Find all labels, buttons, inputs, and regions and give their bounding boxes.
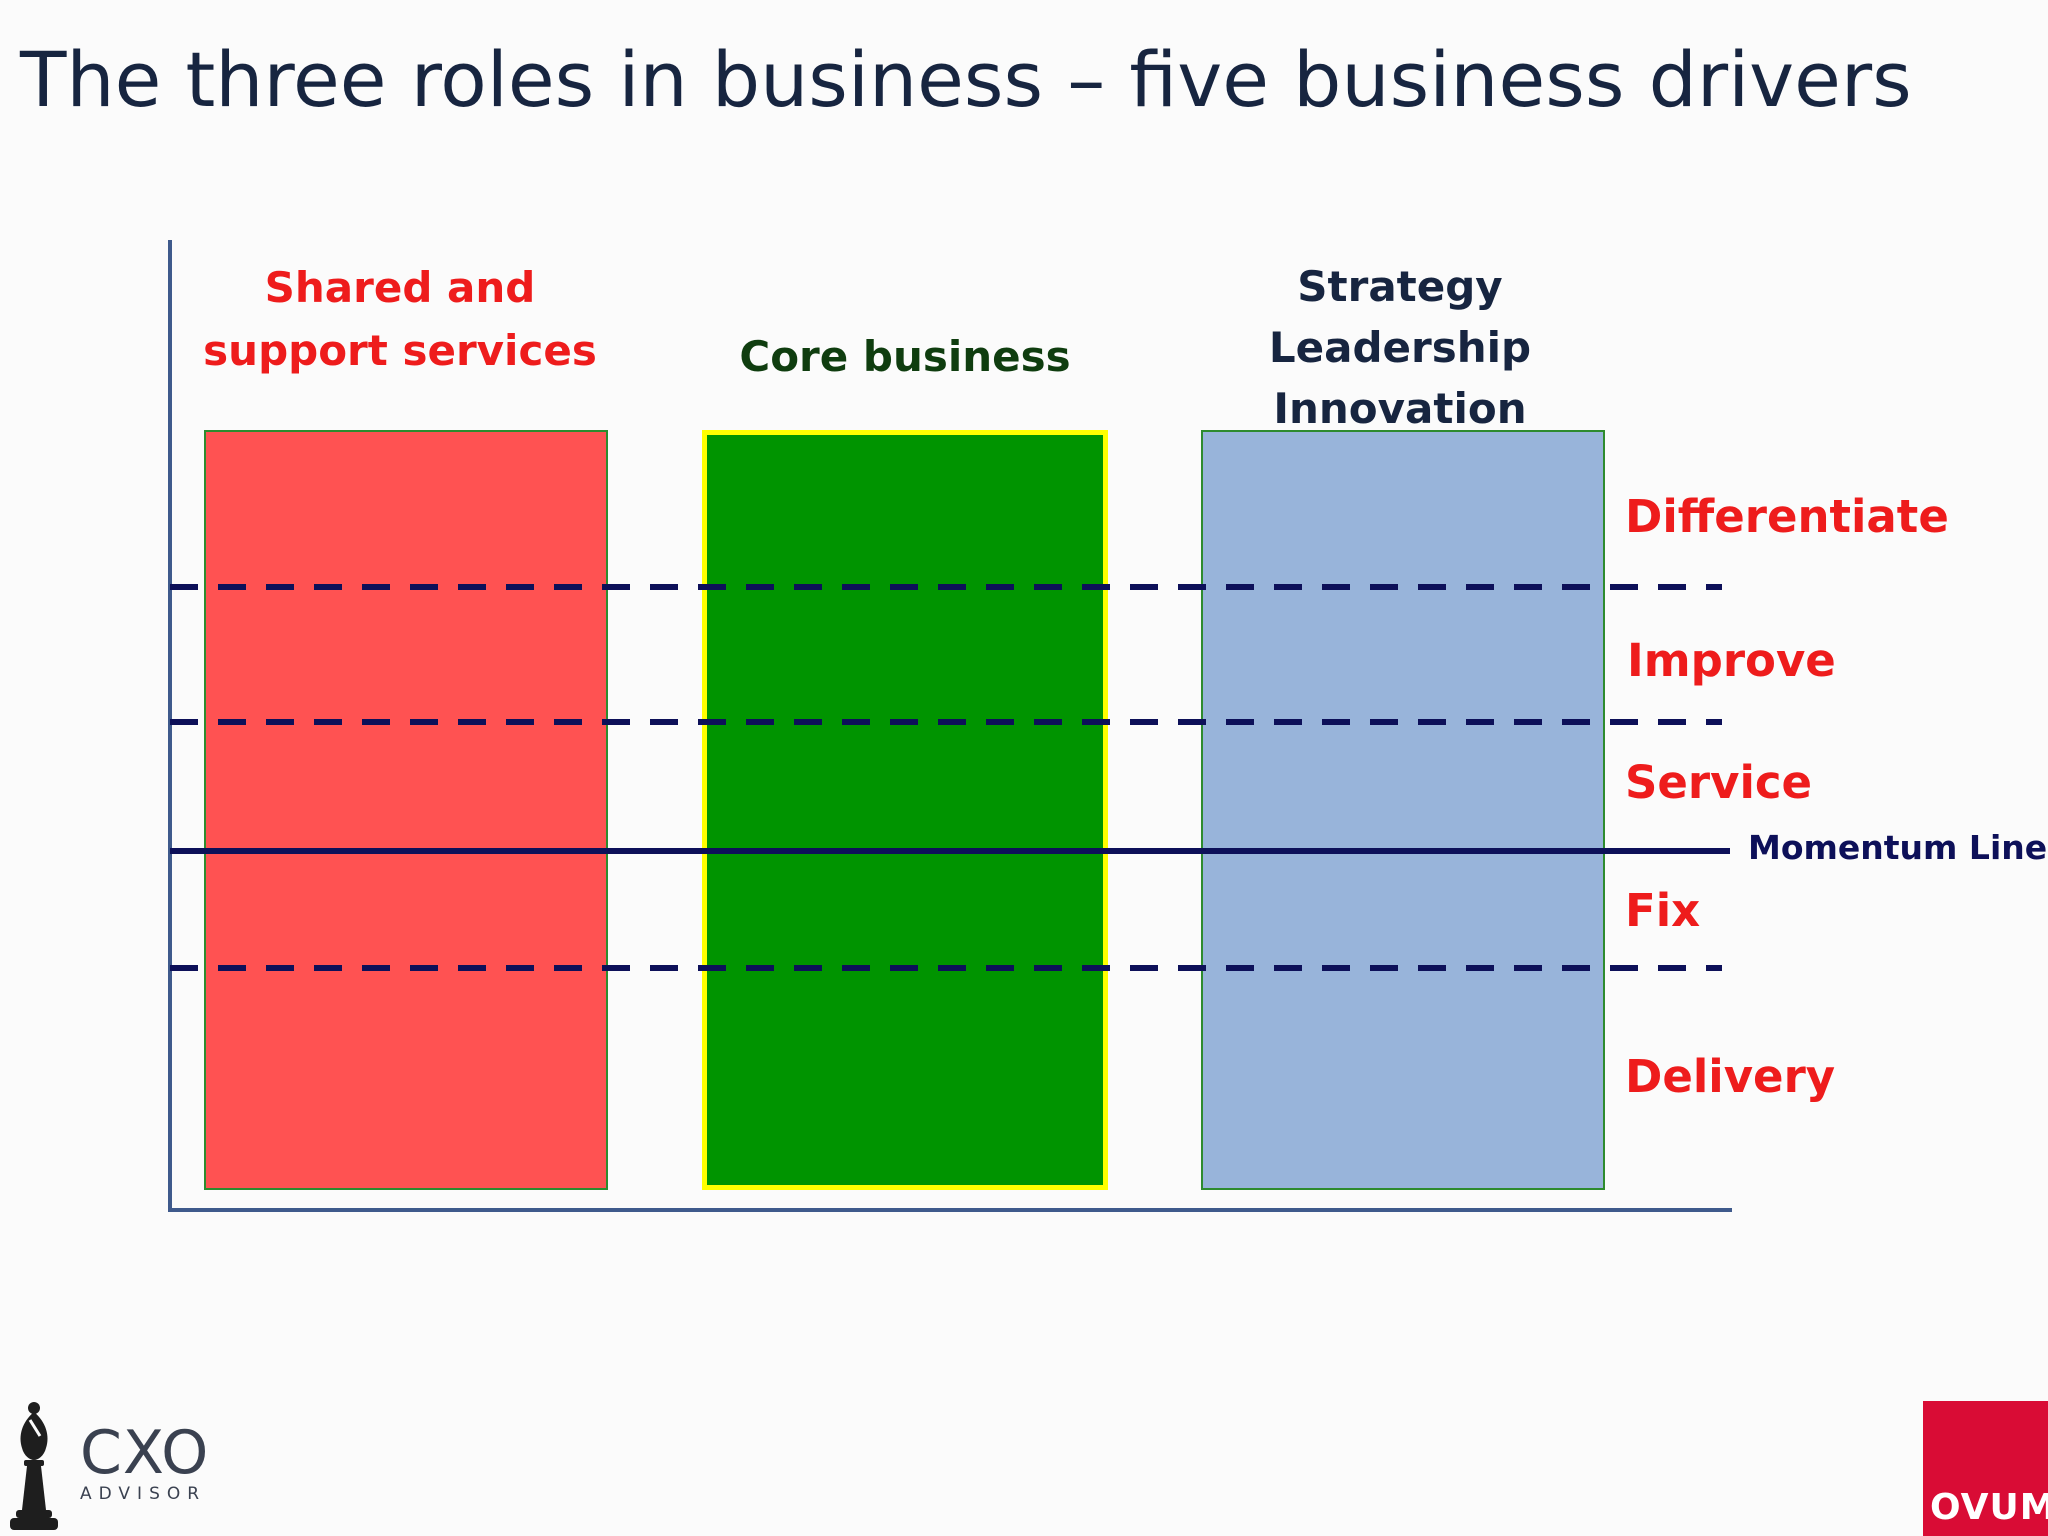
driver-differentiate: Differentiate [1625,490,1949,543]
heading-line: support services [203,326,597,375]
driver-service: Service [1625,756,1813,809]
driver-improve: Improve [1627,634,1836,687]
momentum-line-label: Momentum Line [1748,828,2048,867]
heading-line: Core business [739,332,1071,381]
box-strategy [1201,430,1605,1190]
heading-line: Shared and [264,263,536,312]
chess-bishop-icon [10,1402,58,1530]
horizontal-axis [168,1208,1732,1212]
heading-core-business: Core business [705,332,1105,382]
heading-line: Strategy [1297,262,1503,311]
driver-fix: Fix [1625,884,1701,937]
heading-line: Innovation [1273,384,1527,433]
box-shared-services [204,430,608,1190]
cxo-logo-subtext: ADVISOR [80,1484,207,1504]
heading-shared-services: Shared and support services [200,256,600,382]
box-core-business [702,430,1108,1190]
heading-strategy: Strategy Leadership Innovation [1200,256,1600,439]
vertical-axis [168,240,172,1212]
ovum-logo-text: OVUM [1930,1487,2048,1528]
heading-line: Leadership [1268,323,1532,372]
page-title: The three roles in business – five busin… [20,35,1912,124]
driver-delivery: Delivery [1625,1050,1836,1103]
ovum-logo [1923,1401,2048,1536]
cxo-logo-text: CXO [80,1418,210,1488]
